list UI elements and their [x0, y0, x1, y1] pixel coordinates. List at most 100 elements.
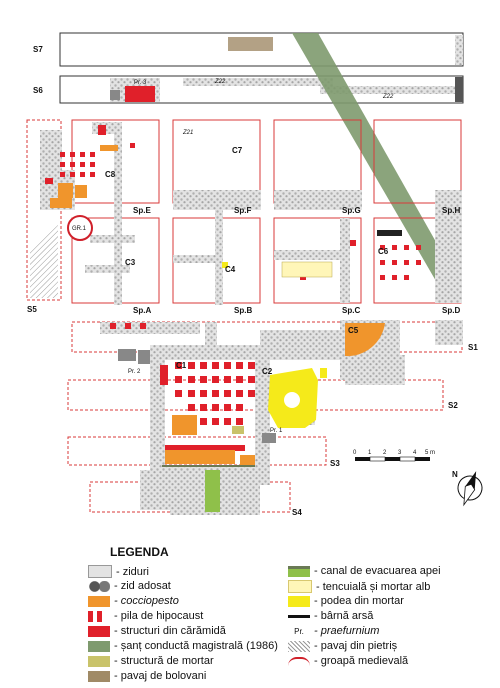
label-gr1: GR.1: [72, 226, 87, 232]
wall-swatch-icon: [88, 565, 112, 578]
label-sp-e: Sp.E: [133, 206, 151, 215]
brick-structure-swatch-icon: [88, 625, 110, 637]
wall-fragment: [40, 130, 62, 210]
trench-swatch-icon: [88, 640, 110, 652]
cocciopesto-c5: [345, 323, 385, 357]
plaster-swatch-icon: [288, 580, 312, 593]
wall-z22: [183, 78, 333, 86]
boulder-pavement-swatch-icon: [88, 670, 110, 682]
label-c2: C2: [262, 367, 273, 376]
legend-item: - groapă medievală: [288, 655, 408, 667]
burnt-beam: [377, 230, 402, 236]
label-s1: S1: [468, 343, 478, 352]
legend-label: - praefurnium: [314, 625, 380, 637]
label-pr1: Pr. 1: [270, 428, 283, 434]
scale-tick: 3: [398, 450, 402, 456]
label-z22: Z22: [214, 79, 226, 85]
legend-item: - pavaj din pietriș: [288, 640, 397, 652]
wall-fragment: [455, 77, 463, 102]
label-c1: C1: [176, 361, 187, 370]
north-label: N: [452, 470, 458, 479]
scale-bar: [355, 456, 430, 462]
label-s5: S5: [27, 305, 37, 314]
legend-item: - podea din mortar: [288, 595, 404, 607]
label-s3: S3: [330, 459, 340, 468]
pipeline-trench: [292, 33, 462, 288]
legend-label: - canal de evacuarea apei: [314, 565, 441, 577]
scale-tick: 0: [353, 450, 357, 456]
legend-item: - pavaj de bolovani: [88, 670, 206, 682]
legend-item: - șanț conductă magistrală (1986): [88, 640, 278, 652]
label-sp-b: Sp.B: [234, 306, 252, 315]
label-sp-g: Sp.G: [342, 206, 361, 215]
legend-label: - structură de mortar: [114, 655, 214, 667]
section-s5: [26, 119, 62, 301]
label-sp-f: Sp.F: [234, 206, 251, 215]
legend-label: - tencuială și mortar alb: [316, 580, 431, 593]
legend-item: - zid adosat: [88, 580, 171, 592]
legend-item: - structură de mortar: [88, 655, 214, 667]
cocciopesto-c8: [50, 145, 118, 208]
praefurnium-block: [110, 90, 120, 100]
mortar-floor-gap: [284, 392, 300, 408]
legend-item: - pila de hipocaust: [88, 610, 203, 622]
label-sp-d: Sp.D: [442, 306, 460, 315]
drainage-canal: [205, 470, 220, 512]
plaster-area: [281, 261, 333, 278]
label-c4: C4: [225, 265, 236, 274]
legend-item: - canal de evacuarea apei: [288, 565, 441, 577]
wall-fragment: [455, 35, 463, 65]
gravel-pavement-swatch-icon: [288, 640, 310, 652]
legend-item: - tencuială și mortar alb: [288, 580, 430, 593]
legend-title: LEGENDA: [110, 545, 169, 559]
legend-label: - șanț conductă magistrală (1986): [114, 640, 278, 652]
medieval-pit: [67, 215, 93, 241]
site-plan: 0 1 2 3 4 5 m N S7 S6 S5 S1 S2 S3 S4 C8 …: [26, 32, 483, 517]
scale-ticks: 0 1 2 3 4 5 m: [353, 450, 435, 456]
hypocaust-pillars-c1: [110, 323, 255, 451]
walls: [61, 122, 462, 305]
cocciopesto-c1: [165, 415, 255, 465]
scale-tick: 1: [368, 450, 372, 456]
legend-item: - bârnă arsă: [288, 610, 373, 622]
praefurnium-block: [262, 433, 276, 443]
drainage-canal-swatch-icon: [288, 565, 310, 577]
praefurnium-block: [118, 349, 136, 361]
mortar-structure-swatch-icon: [88, 655, 110, 667]
medieval-pit-swatch-icon: [288, 656, 310, 666]
scale-tick: 2: [383, 450, 387, 456]
legend-label: - structuri din cărămidă: [114, 625, 226, 637]
hypocaust-pillar-swatch-icon: [88, 610, 110, 622]
mortar-floor-swatch-icon: [288, 595, 310, 607]
label-s4: S4: [292, 508, 302, 517]
label-s2: S2: [448, 401, 458, 410]
abutting-wall-swatch-icon: [88, 580, 110, 592]
boulder-pavement: [228, 37, 273, 51]
label-pr3: Pr. 3: [134, 80, 147, 86]
north-arrow-icon: [457, 471, 483, 507]
wall-z22: [320, 86, 455, 94]
label-z22: Z22: [382, 94, 394, 100]
legend-label: - groapă medievală: [314, 655, 409, 667]
label-sp-h: Sp.H: [442, 206, 460, 215]
mortar-floor-patch: [222, 262, 228, 268]
label-pr2: Pr. 2: [128, 369, 141, 375]
label-c8: C8: [105, 170, 116, 179]
mortar-floor-patch: [320, 368, 327, 378]
cocciopesto-swatch-icon: [88, 595, 110, 607]
label-z21: Z21: [182, 130, 193, 136]
legend-label: - pavaj din pietriș: [314, 640, 398, 652]
hypocaust-pillars-c6: [300, 240, 421, 280]
praefurnium-swatch-icon: Pr.: [294, 626, 304, 636]
mortar-structure: [232, 426, 244, 434]
label-s6: S6: [33, 86, 43, 95]
legend-label: - ziduri: [116, 565, 150, 578]
legend-label: - bârnă arsă: [314, 610, 374, 622]
legend-label: - podea din mortar: [314, 595, 404, 607]
label-c7: C7: [232, 146, 243, 155]
label-c3: C3: [125, 258, 136, 267]
scale-tick: 5 m: [425, 450, 435, 456]
label-c6: C6: [378, 247, 389, 256]
hypocaust-pillars-c8: [45, 125, 135, 184]
label-c5: C5: [348, 326, 359, 335]
